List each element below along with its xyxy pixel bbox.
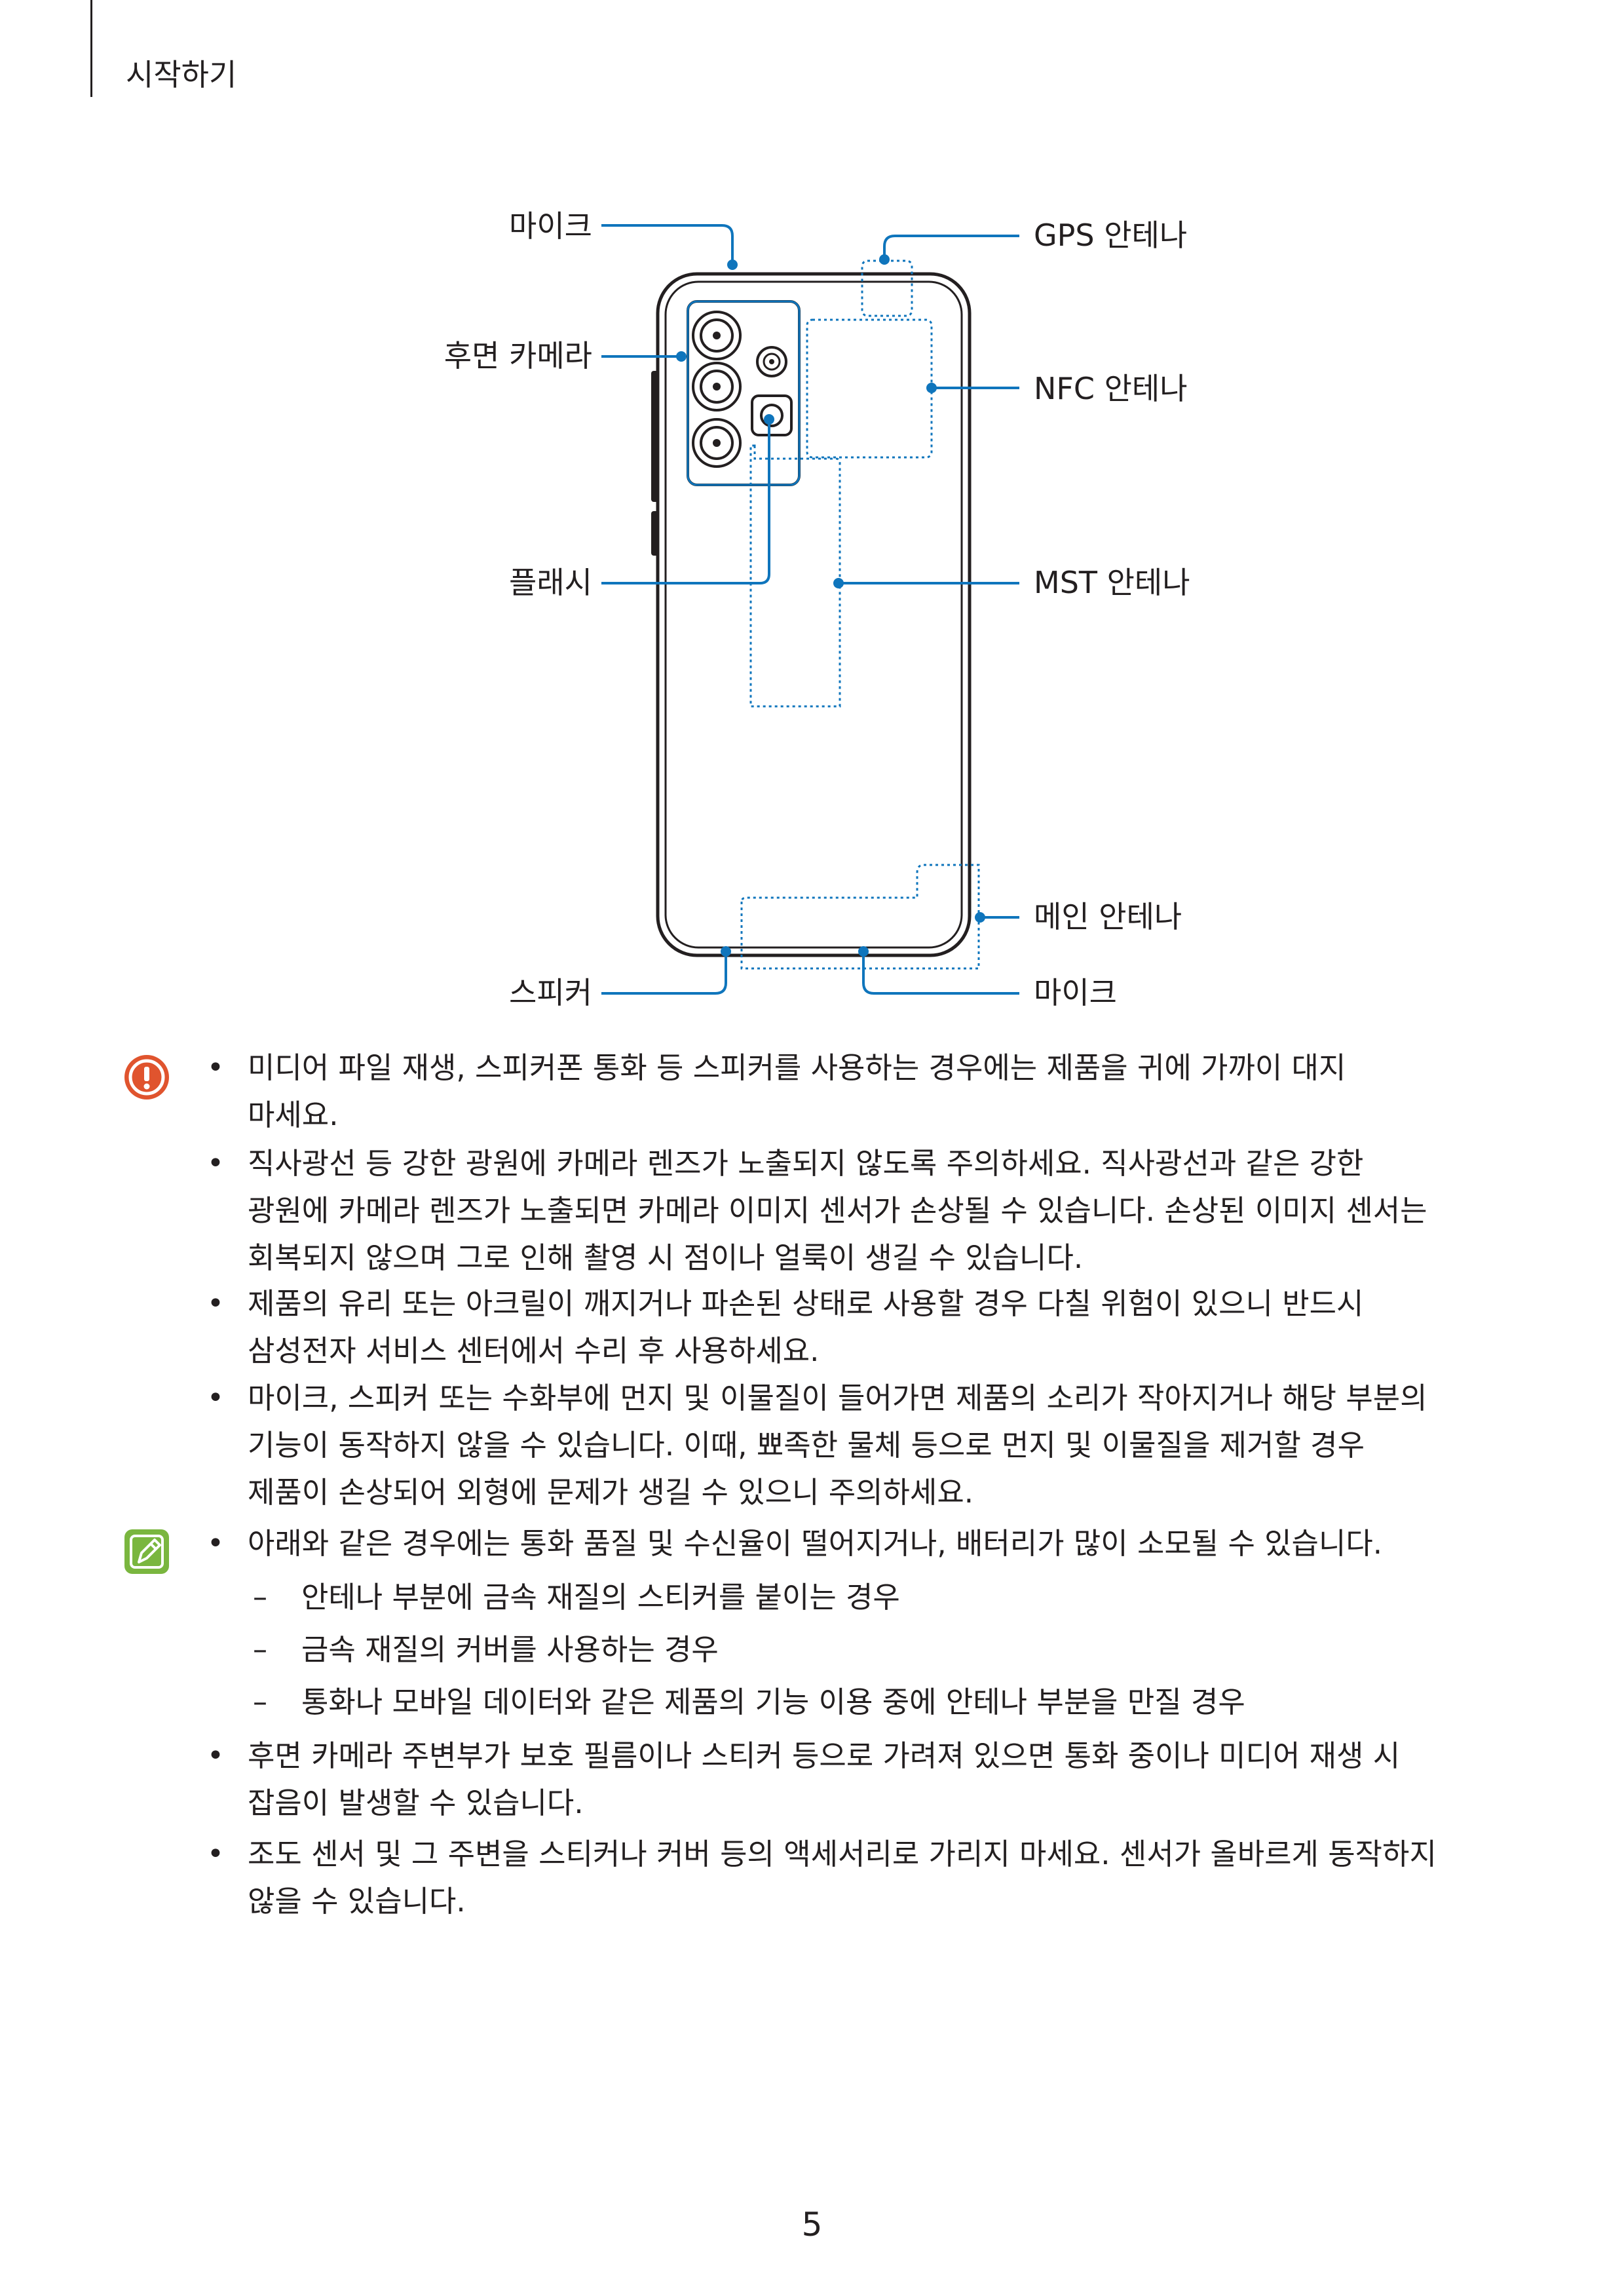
caution-item-text: 미디어 파일 재생, 스피커폰 통화 등 스피커를 사용하는 경우에는 제품을 … — [248, 1050, 1346, 1132]
caution-item-text: 제품의 유리 또는 아크릴이 깨지거나 파손된 상태로 사용할 경우 다칠 위험… — [248, 1286, 1364, 1368]
section-title: 시작하기 — [126, 57, 237, 92]
phone-back-illustration — [601, 224, 1019, 995]
note-sub-item-text: 금속 재질의 커버를 사용하는 경우 — [301, 1632, 719, 1667]
note-item-text: 조도 센서 및 그 주변을 스티커나 커버 등의 액세서리로 가리지 마세요. … — [248, 1837, 1437, 1919]
bullet: • — [207, 1739, 224, 1772]
header-rule — [90, 0, 92, 97]
note-item-text: 후면 카메라 주변부가 보호 필름이나 스티커 등으로 가려져 있으면 통화 중… — [248, 1738, 1401, 1820]
caution-item-text: 직사광선 등 강한 광원에 카메라 렌즈가 노출되지 않도록 주의하세요. 직사… — [248, 1146, 1427, 1275]
gps-antenna-area — [861, 259, 913, 317]
bullet: • — [207, 1147, 224, 1180]
camera-lens-icon — [692, 311, 787, 468]
callout-dot-icon — [676, 254, 985, 957]
page-number: 5 — [801, 2206, 823, 2244]
note-intro-text: 아래와 같은 경우에는 통화 품질 및 수신율이 떨어지거나, 배터리가 많이 … — [248, 1526, 1383, 1561]
label-main-antenna: 메인 안테나 — [1034, 899, 1182, 934]
caution-icon — [124, 1055, 169, 1100]
label-mic-bottom: 마이크 — [1034, 975, 1117, 1010]
dash: – — [253, 1580, 267, 1614]
main-antenna-area — [740, 864, 980, 970]
note-pencil-icon — [124, 1529, 169, 1574]
bullet: • — [207, 1287, 224, 1320]
note-sub-item-text: 통화나 모바일 데이터와 같은 제품의 기능 이용 중에 안테나 부분을 만질 … — [301, 1685, 1245, 1719]
label-mst-antenna: MST 안테나 — [1034, 565, 1190, 600]
dash: – — [253, 1685, 267, 1719]
callout-line-icon — [601, 224, 1019, 995]
bullet: • — [207, 1051, 224, 1084]
phone-back-diagram: 마이크 후면 카메라 플래시 스피커 GPS 안테나 NFC 안테나 MST 안… — [0, 0, 1624, 1048]
label-mic-top: 마이크 — [509, 208, 592, 244]
label-speaker: 스피커 — [509, 975, 592, 1010]
label-flash: 플래시 — [509, 565, 592, 600]
flash-icon — [751, 394, 793, 436]
label-nfc-antenna: NFC 안테나 — [1034, 371, 1188, 406]
bullet: • — [207, 1527, 224, 1560]
camera-module-outline — [687, 300, 801, 486]
note-sub-item-text: 안테나 부분에 금속 재질의 스티커를 붙이는 경우 — [301, 1580, 900, 1615]
bullet: • — [207, 1381, 224, 1415]
camera-module — [687, 300, 801, 486]
label-gps-antenna: GPS 안테나 — [1034, 218, 1188, 253]
dash: – — [253, 1633, 267, 1666]
nfc-antenna-area — [806, 318, 933, 459]
mst-antenna-area — [749, 444, 841, 708]
phone-outline — [656, 272, 972, 957]
caution-item-text: 마이크, 스피커 또는 수화부에 먼지 및 이물질이 들어가면 제품의 소리가 … — [248, 1381, 1427, 1510]
label-rear-camera: 후면 카메라 — [444, 338, 592, 373]
phone-inner-outline — [664, 280, 963, 949]
bullet: • — [207, 1837, 224, 1871]
